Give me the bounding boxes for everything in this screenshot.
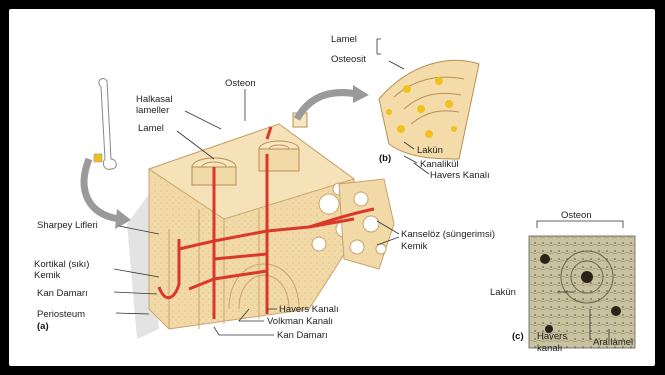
label-lakun-b: Lakün bbox=[417, 145, 443, 156]
spongy-bone bbox=[339, 179, 394, 269]
label-kanseloz-2: Kemik bbox=[401, 241, 428, 252]
label-c-marker: (c) bbox=[512, 331, 524, 342]
label-lamel-top: Lamel bbox=[331, 34, 357, 45]
label-havers-main: Havers Kanalı bbox=[279, 304, 339, 315]
label-lakun-c: Lakün bbox=[490, 287, 516, 298]
bone-structure-diagram: Lamel Osteosit (b) Lakün Kanalikül Haver… bbox=[9, 9, 655, 366]
slide-canvas: Lamel Osteosit (b) Lakün Kanalikül Haver… bbox=[9, 9, 655, 366]
label-kortikal-2: Kemik bbox=[34, 270, 61, 281]
label-havers-b: Havers Kanalı bbox=[430, 170, 490, 181]
label-halkasal-2: lameller bbox=[136, 105, 169, 116]
label-kanalikul: Kanalikül bbox=[420, 159, 459, 170]
label-lamel-main: Lamel bbox=[138, 123, 164, 134]
label-ara-lamel: Ara lamel bbox=[593, 337, 633, 348]
long-bone-icon bbox=[94, 79, 116, 170]
label-kan-damari-left: Kan Damarı bbox=[37, 288, 88, 299]
label-osteosit: Osteosit bbox=[331, 54, 366, 65]
label-kanseloz-1: Kanselöz (süngerimsi) bbox=[401, 229, 495, 240]
label-kan-damari-bottom: Kan Damarı bbox=[277, 330, 328, 341]
label-sharpey: Sharpey Lifleri bbox=[37, 220, 98, 231]
label-havers-c-2: kanalı bbox=[537, 343, 562, 354]
label-halkasal-1: Halkasal bbox=[136, 94, 172, 105]
label-havers-c-1: Havers bbox=[537, 331, 567, 342]
label-kortikal-1: Kortikal (sıkı) bbox=[34, 259, 89, 270]
bone-block bbox=[149, 113, 354, 329]
label-periosteum: Periosteum bbox=[37, 309, 85, 320]
label-b-marker: (b) bbox=[379, 153, 391, 164]
arrowhead-top bbox=[353, 85, 369, 103]
label-a-marker: (a) bbox=[37, 321, 49, 332]
label-osteon-main: Osteon bbox=[225, 78, 256, 89]
label-osteon-c: Osteon bbox=[561, 210, 592, 221]
label-volkman: Volkman Kanalı bbox=[267, 316, 333, 327]
